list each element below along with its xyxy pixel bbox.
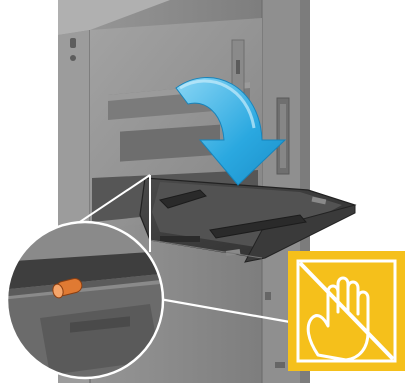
no-touch-hand-icon <box>288 251 405 371</box>
